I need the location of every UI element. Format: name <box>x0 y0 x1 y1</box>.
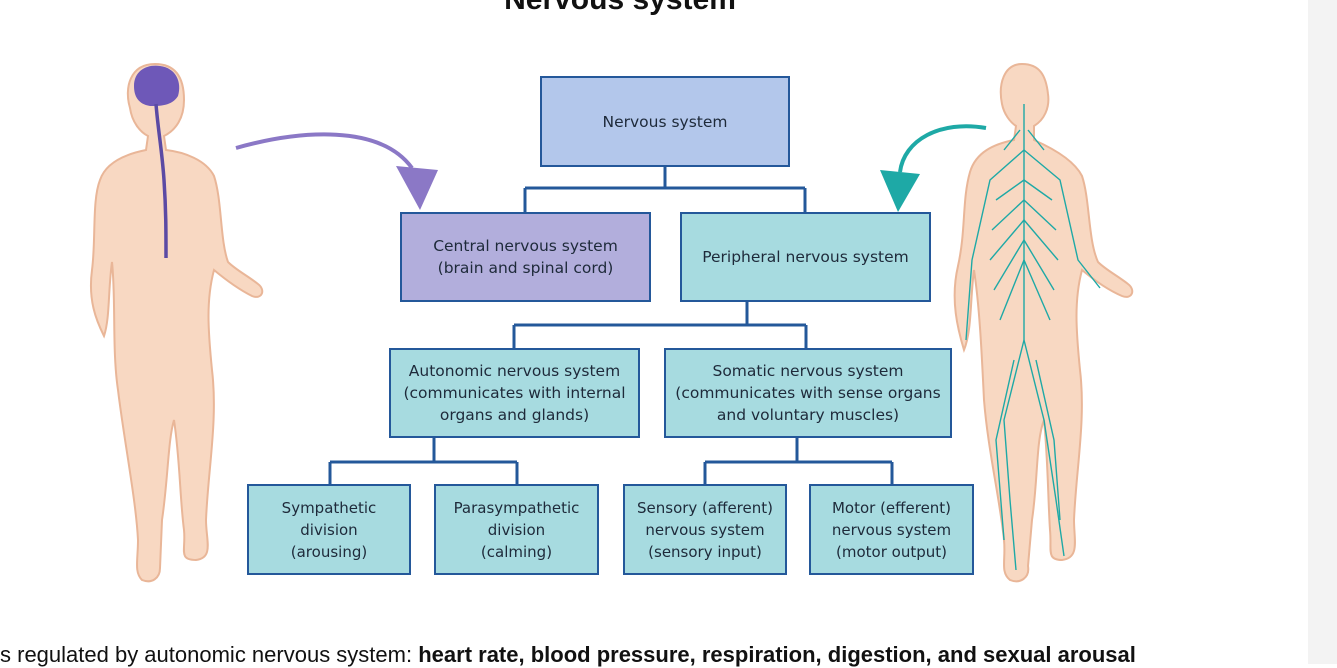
node-parasympathetic-division: Parasympathetic division (calming) <box>434 484 599 575</box>
node-motor-nervous-system: Motor (efferent) nervous system (motor o… <box>809 484 974 575</box>
connector-lines <box>328 167 894 484</box>
node-central-nervous-system: Central nervous system (brain and spinal… <box>400 212 651 302</box>
caption-prefix: s regulated by autonomic nervous system: <box>0 642 419 667</box>
pns-arrow <box>880 124 987 212</box>
node-autonomic-nervous-system: Autonomic nervous system (communicates w… <box>389 348 640 438</box>
cns-body-figure <box>89 62 264 583</box>
caption-bold: heart rate, blood pressure, respiration,… <box>418 642 1136 667</box>
pns-body-figure <box>953 62 1134 583</box>
scrollbar-track[interactable] <box>1308 0 1337 664</box>
node-sensory-nervous-system: Sensory (afferent) nervous system (senso… <box>623 484 787 575</box>
node-nervous-system: Nervous system <box>540 76 790 167</box>
slide-title: Nervous system <box>0 0 1240 17</box>
node-sympathetic-division: Sympathetic division (arousing) <box>247 484 411 575</box>
node-somatic-nervous-system: Somatic nervous system (communicates wit… <box>664 348 952 438</box>
caption-text: s regulated by autonomic nervous system:… <box>0 642 1337 668</box>
node-peripheral-nervous-system: Peripheral nervous system <box>680 212 931 302</box>
cns-arrow <box>235 132 438 210</box>
